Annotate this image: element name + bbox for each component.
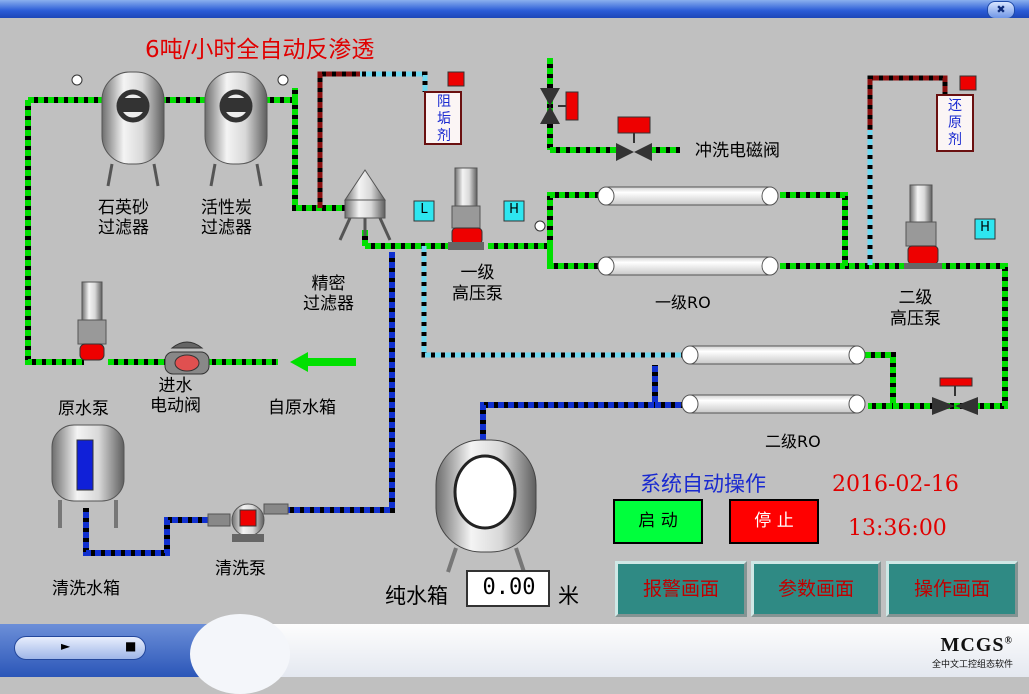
level-switch-low <box>413 200 435 222</box>
green-pipes <box>25 58 1008 409</box>
level-switch-high-2-label: H <box>980 220 990 235</box>
close-icon[interactable]: ✖ <box>987 1 1015 19</box>
cleaning-tank <box>51 424 125 528</box>
level-unit-label: 米 <box>558 584 579 608</box>
pure-water-tank <box>435 439 537 573</box>
raw-pump-label: 原水泵 <box>58 399 109 419</box>
decorative-curve <box>190 614 290 694</box>
brand-tagline: 全中文工控组态软件 <box>931 660 1013 670</box>
reductant-tank <box>936 75 977 152</box>
precision-filter-label: 精密过滤器 <box>303 274 354 314</box>
stop-button[interactable]: 停 止 <box>729 499 819 544</box>
reductant-label: 还原剂 <box>948 98 962 148</box>
quartz-filter-tank <box>71 71 165 187</box>
flush-valve-label: 冲洗电磁阀 <box>695 141 780 161</box>
flush-solenoid-valve <box>616 116 652 161</box>
from-raw-tank-label: 自原水箱 <box>268 398 336 418</box>
level-switch-low-label: L <box>420 202 428 217</box>
stage2-concentrate-valve <box>932 377 978 415</box>
precision-filter <box>338 169 392 241</box>
level-switch-high-2 <box>974 218 996 240</box>
date-display: 2016-02-16 <box>832 472 959 497</box>
antiscalant-tank <box>424 71 465 145</box>
cleaning-pump <box>207 503 289 542</box>
window-title-bar: ✖ <box>0 0 1029 19</box>
blue-pipes <box>83 71 948 556</box>
brand-name: MCGS <box>940 634 1005 656</box>
cleaning-tank-label: 清洗水箱 <box>52 579 120 599</box>
pure-tank-level-box <box>466 570 550 607</box>
start-button[interactable]: 启 动 <box>613 499 703 544</box>
auto-operation-heading: 系统自动操作 <box>640 472 766 496</box>
raw-water-pump <box>77 281 107 361</box>
ro1-label: 一级RO <box>655 293 711 312</box>
stop-icon[interactable]: ■ <box>125 639 137 653</box>
parameter-screen-button[interactable]: 参数画面 <box>751 561 881 617</box>
antiscalant-label: 阻垢剂 <box>437 94 451 144</box>
page-title: 6吨/小时全自动反渗透 <box>145 37 375 63</box>
stage1-pump <box>448 167 484 250</box>
play-icon[interactable]: ► <box>61 639 71 653</box>
inlet-valve-label: 进水电动阀 <box>150 376 201 416</box>
registered-mark: ® <box>1004 635 1013 647</box>
cleaning-pump-label: 清洗泵 <box>215 559 266 579</box>
status-bar: ► ■ MCGS® 全中文工控组态软件 <box>0 614 1029 694</box>
stage2-pump-label: 二级高压泵 <box>890 288 941 329</box>
stage1-pump-label: 一级高压泵 <box>452 263 503 304</box>
drain-valve <box>540 88 579 124</box>
pressure-gauge-icon <box>534 220 546 232</box>
pure-tank-label: 纯水箱 <box>385 584 448 608</box>
carbon-filter-tank <box>204 71 289 187</box>
level-switch-high-1-label: H <box>509 202 519 217</box>
process-diagram <box>25 58 1008 607</box>
operation-screen-button[interactable]: 操作画面 <box>886 561 1018 617</box>
inflow-arrow-icon <box>290 352 356 372</box>
time-display: 13:36:00 <box>848 516 947 541</box>
alarm-screen-button[interactable]: 报警画面 <box>615 561 747 617</box>
mcgs-logo: MCGS® 全中文工控组态软件 <box>932 634 1013 670</box>
quartz-filter-label: 石英砂过滤器 <box>98 198 149 238</box>
stage2-pump <box>904 184 942 269</box>
ro2-label: 二级RO <box>765 432 821 451</box>
process-canvas: 6吨/小时全自动反渗透 石英砂过滤器 活性炭过滤器 精密过滤器 原水泵 进水电动… <box>0 18 1029 624</box>
ro1-membranes <box>597 186 779 276</box>
level-switch-high-1 <box>503 200 525 222</box>
pure-tank-level-value: 0.00 <box>482 575 536 600</box>
ro2-membranes <box>681 345 866 414</box>
player-controls: ► ■ <box>14 636 146 660</box>
inlet-valve <box>164 341 210 375</box>
carbon-filter-label: 活性炭过滤器 <box>201 198 252 238</box>
